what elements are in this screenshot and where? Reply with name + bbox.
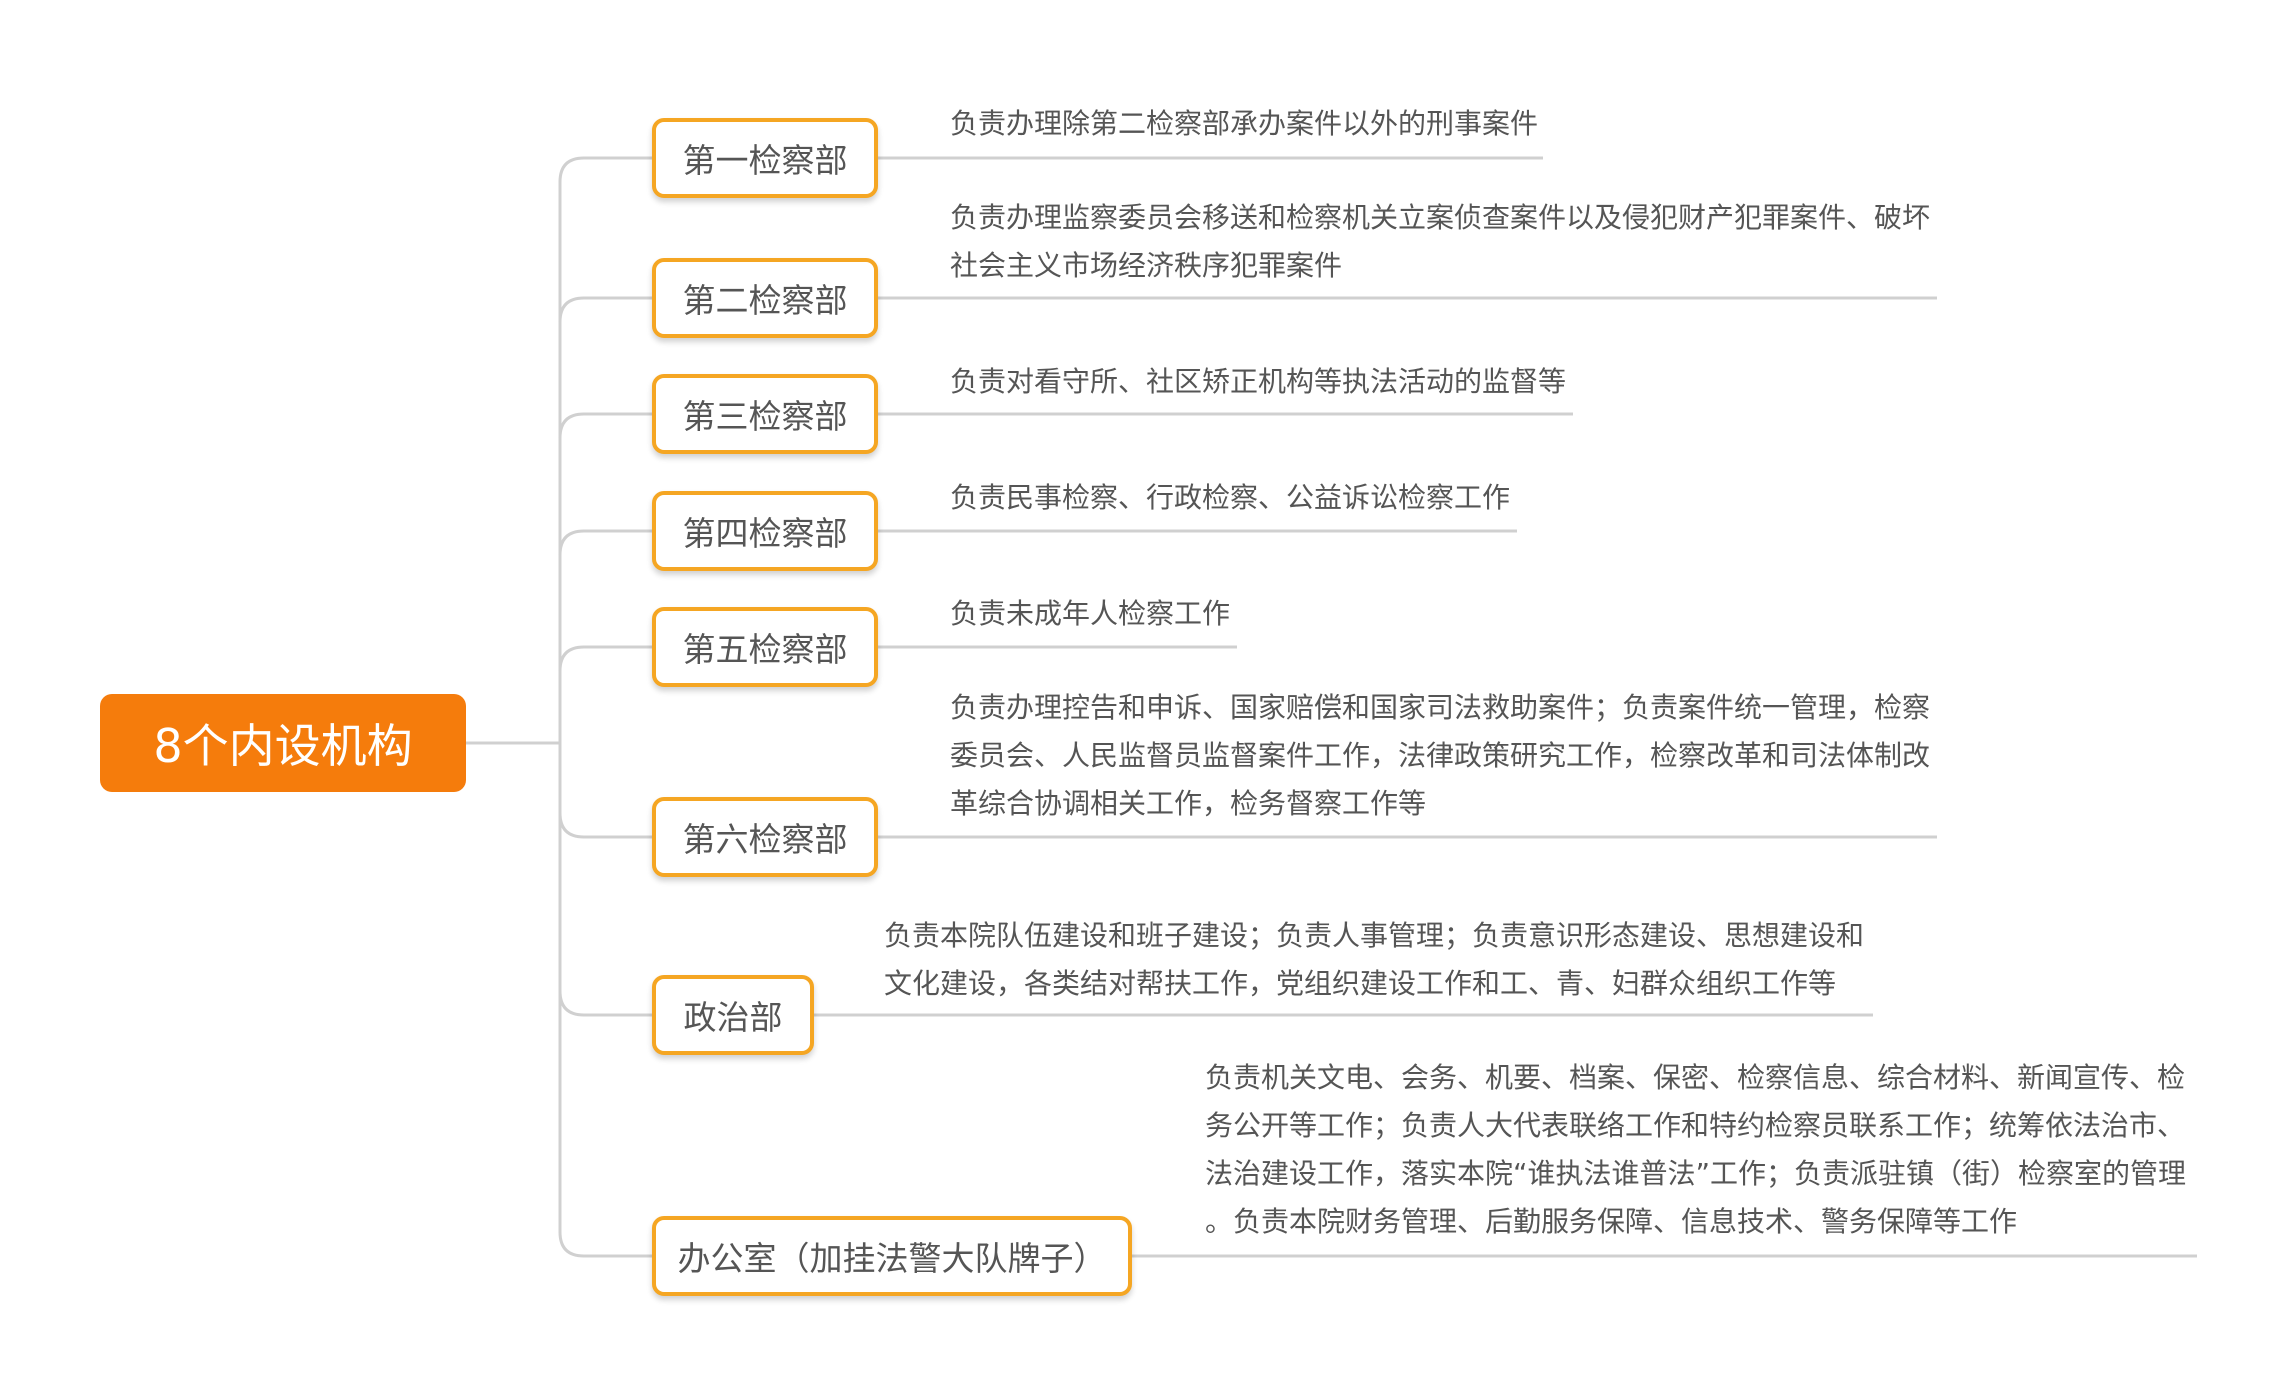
branch-node: 第二检察部 xyxy=(652,258,878,338)
branch-connector xyxy=(558,156,652,743)
root-label: 8个内设机构 xyxy=(153,719,413,773)
description-line: 负责办理除第二检察部承办案件以外的刑事案件 xyxy=(950,107,1539,140)
description-line: 。负责本院财务管理、后勤服务保障、信息技术、警务保障等工作 xyxy=(1205,1205,2018,1238)
branch-description: 负责办理监察委员会移送和检察机关立案侦查案件以及侵犯财产犯罪案件、破坏社会主义市… xyxy=(950,194,1930,290)
description-line: 负责民事检察、行政检察、公益诉讼检察工作 xyxy=(950,481,1511,514)
branch-label: 第四检察部 xyxy=(682,514,848,553)
description-line: 社会主义市场经济秩序犯罪案件 xyxy=(950,249,1343,282)
description-line: 文化建设，各类结对帮扶工作，党组织建设工作和工、青、妇群众组织工作等 xyxy=(884,967,1837,1000)
branch-node: 第四检察部 xyxy=(652,491,878,571)
description-line: 革综合协调相关工作，检务督察工作等 xyxy=(950,787,1427,820)
branch-label: 第五检察部 xyxy=(682,630,848,669)
branch-label: 第三检察部 xyxy=(682,397,848,436)
branch-description: 负责未成年人检察工作 xyxy=(950,590,1230,638)
root-node: 8个内设机构 xyxy=(100,694,466,792)
branch-label: 办公室（加挂法警大队牌子） xyxy=(677,1239,1107,1278)
branch-connector xyxy=(558,743,652,1258)
branch-label: 第六检察部 xyxy=(682,820,848,859)
branch-description: 负责办理除第二检察部承办案件以外的刑事案件 xyxy=(950,100,1538,148)
description-line: 负责办理控告和申诉、国家赔偿和国家司法救助案件；负责案件统一管理，检察 xyxy=(950,691,1931,724)
description-line: 负责对看守所、社区矫正机构等执法活动的监督等 xyxy=(950,365,1567,398)
description-line: 负责未成年人检察工作 xyxy=(950,597,1231,630)
branch-connector xyxy=(558,645,652,743)
branch-node: 第六检察部 xyxy=(652,797,878,877)
branch-label: 政治部 xyxy=(683,998,783,1037)
description-line: 法治建设工作，落实本院“谁执法谁普法”工作；负责派驻镇（街）检察室的管理 xyxy=(1205,1157,2187,1190)
branch-node: 办公室（加挂法警大队牌子） xyxy=(652,1216,1132,1296)
branch-connector xyxy=(558,743,652,839)
branch-node: 政治部 xyxy=(652,975,814,1055)
description-line: 务公开等工作；负责人大代表联络工作和特约检察员联系工作；统筹依法治市、 xyxy=(1205,1109,2186,1142)
description-line: 委员会、人民监督员监督案件工作，法律政策研究工作，检察改革和司法体制改 xyxy=(950,739,1931,772)
branch-connector xyxy=(558,296,652,743)
branch-description: 负责办理控告和申诉、国家赔偿和国家司法救助案件；负责案件统一管理，检察委员会、人… xyxy=(950,684,1930,828)
branch-label: 第一检察部 xyxy=(682,141,848,180)
branch-node: 第三检察部 xyxy=(652,374,878,454)
description-line: 负责机关文电、会务、机要、档案、保密、检察信息、综合材料、新闻宣传、检 xyxy=(1205,1061,2186,1094)
branch-description: 负责对看守所、社区矫正机构等执法活动的监督等 xyxy=(950,358,1566,406)
description-line: 负责本院队伍建设和班子建设；负责人事管理；负责意识形态建设、思想建设和 xyxy=(884,919,1865,952)
branch-connector xyxy=(558,529,652,743)
branch-description: 负责民事检察、行政检察、公益诉讼检察工作 xyxy=(950,474,1510,522)
branch-connector xyxy=(558,412,652,743)
branch-description: 负责本院队伍建设和班子建设；负责人事管理；负责意识形态建设、思想建设和文化建设，… xyxy=(884,912,1864,1008)
branch-label: 第二检察部 xyxy=(682,281,848,320)
description-line: 负责办理监察委员会移送和检察机关立案侦查案件以及侵犯财产犯罪案件、破坏 xyxy=(950,201,1931,234)
branch-description: 负责机关文电、会务、机要、档案、保密、检察信息、综合材料、新闻宣传、检务公开等工… xyxy=(1205,1054,2186,1246)
branch-node: 第五检察部 xyxy=(652,607,878,687)
branch-node: 第一检察部 xyxy=(652,118,878,198)
branch-connector xyxy=(558,743,652,1017)
